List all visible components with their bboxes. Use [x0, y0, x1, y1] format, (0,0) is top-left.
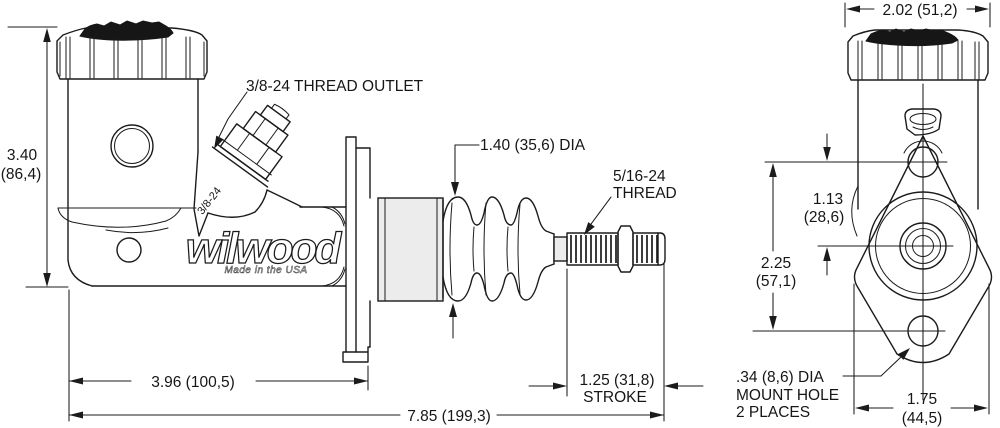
dim-overall-length: 7.85 (199,3)	[68, 262, 665, 425]
svg-text:MOUNT HOLE: MOUNT HOLE	[736, 387, 839, 404]
svg-text:3.40: 3.40	[7, 147, 38, 164]
svg-text:.34 (8,6) DIA: .34 (8,6) DIA	[736, 369, 825, 386]
dust-boot	[442, 196, 555, 302]
label-mount-holes: .34 (8,6) DIA MOUNT HOLE 2 PLACES	[736, 348, 910, 421]
end-outlet-boss	[904, 108, 942, 136]
dim-cap-width: 2.02 (51,2)	[844, 2, 991, 28]
svg-text:5/16-24: 5/16-24	[613, 168, 666, 185]
end-cap-ribs	[857, 39, 980, 80]
label-rod-thread: 5/16-24 THREAD	[584, 168, 677, 235]
end-reservoir-body	[851, 79, 979, 237]
dim-hole-spacing: 2.25 (57,1)	[756, 163, 797, 330]
svg-text:1.13: 1.13	[813, 191, 843, 208]
end-centerlines	[752, 83, 954, 401]
svg-text:2.02 (51,2): 2.02 (51,2)	[883, 2, 958, 19]
label-thread-outlet: 3/8-24 THREAD OUTLET	[214, 78, 424, 149]
svg-text:1.75: 1.75	[907, 391, 937, 408]
svg-text:(28,6): (28,6)	[804, 209, 845, 226]
mounting-flange	[321, 136, 371, 363]
cap-ribs	[59, 35, 205, 79]
svg-text:3/8-24 THREAD OUTLET: 3/8-24 THREAD OUTLET	[246, 78, 424, 95]
reservoir-body	[67, 78, 199, 287]
svg-text:(57,1): (57,1)	[756, 273, 797, 290]
dim-body-length: 3.96 (100,5)	[68, 289, 369, 422]
end-cap-knurl-top	[865, 28, 959, 47]
sight-glass	[110, 124, 154, 168]
svg-text:THREAD: THREAD	[613, 185, 677, 202]
dim-bore-offset: 1.13 (28,6)	[804, 133, 845, 276]
cap-knurl-top	[79, 20, 174, 41]
svg-text:(44,5): (44,5)	[902, 410, 943, 427]
brand-tagline-text: Made in the USA	[224, 265, 307, 276]
push-rod	[553, 225, 666, 273]
svg-text:STROKE: STROKE	[583, 389, 647, 406]
reservoir-cap	[56, 20, 208, 80]
rod-adjust-nut	[617, 225, 634, 273]
dim-stroke: 1.25 (31,8) STROKE	[528, 268, 704, 406]
body-pivot-hole	[116, 237, 142, 263]
svg-text:1.40 (35,6) DIA: 1.40 (35,6) DIA	[480, 137, 586, 154]
svg-text:7.85 (199,3): 7.85 (199,3)	[407, 408, 491, 425]
end-view: 2.02 (51,2) 1.13 (28,6) 2.25 (57,1) .34 …	[736, 2, 993, 427]
svg-text:2 PLACES: 2 PLACES	[736, 404, 810, 421]
dim-flange-width: 1.75 (44,5)	[853, 283, 990, 427]
side-bump	[851, 185, 859, 237]
side-view: 3/8-24	[1, 20, 704, 425]
end-reservoir-cap	[847, 28, 989, 81]
main-body	[91, 151, 347, 287]
outlet-fitting	[211, 103, 291, 188]
logo-wilwood: wilwood Made in the USA	[185, 223, 346, 276]
dim-height: 3.40 (86,4)	[1, 26, 69, 288]
dim-boot-dia: 1.40 (35,6) DIA	[449, 137, 586, 339]
brand-logo-text: wilwood	[186, 224, 343, 273]
port-thread-label: 3/8-24	[195, 185, 224, 217]
svg-text:2.25: 2.25	[761, 255, 791, 272]
svg-text:(86,4): (86,4)	[1, 166, 42, 183]
cylinder-snout	[377, 197, 444, 302]
reservoir-base	[57, 207, 197, 234]
svg-text:3.96 (100,5): 3.96 (100,5)	[151, 374, 235, 391]
svg-text:1.25 (31,8): 1.25 (31,8)	[580, 372, 655, 389]
